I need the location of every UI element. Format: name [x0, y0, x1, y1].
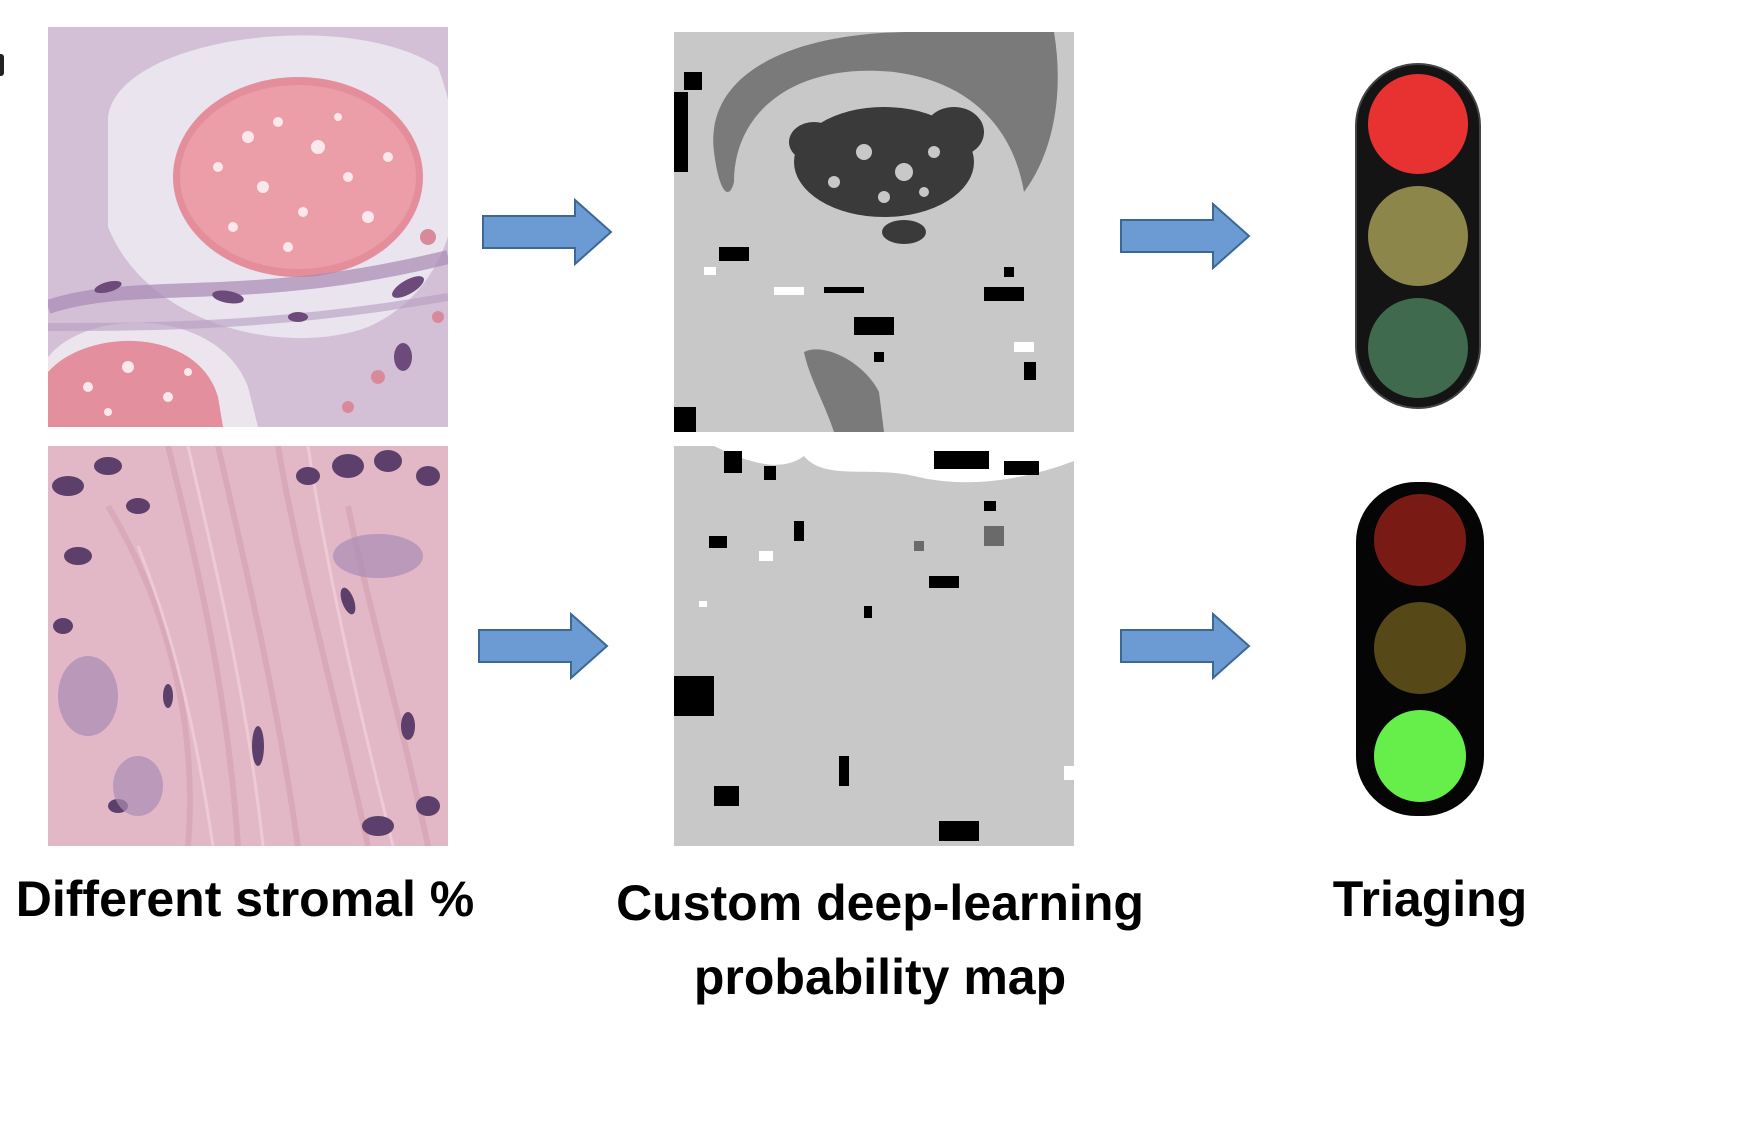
- arrow-right-icon: [481, 198, 613, 266]
- cropped-panel-letter: [0, 54, 4, 76]
- red-lamp: [1368, 74, 1468, 174]
- probability-map-top: [674, 32, 1074, 432]
- yellow-lamp: [1368, 186, 1468, 286]
- tissue-image-bottom: [48, 446, 448, 846]
- green-lamp: [1374, 710, 1466, 802]
- caption-probability-map-line2: probability map: [693, 949, 1067, 1005]
- traffic-light-icon-bottom: [1354, 480, 1486, 818]
- caption-probability-map-line1: Custom deep-learning: [616, 875, 1144, 931]
- arrow-right-icon: [477, 612, 609, 680]
- red-lamp: [1374, 494, 1466, 586]
- probability-map-bottom: [674, 446, 1074, 846]
- arrow-right-icon: [1119, 612, 1251, 680]
- tissue-image-top: [48, 27, 448, 427]
- caption-triaging: Triaging: [1332, 871, 1528, 927]
- yellow-lamp: [1374, 602, 1466, 694]
- arrow-right-icon: [1119, 202, 1251, 270]
- caption-probability-map: Custom deep-learning probability map: [600, 866, 1160, 1014]
- green-lamp: [1368, 298, 1468, 398]
- caption-stromal: Different stromal %: [15, 871, 475, 927]
- traffic-light-icon-top: [1354, 62, 1482, 410]
